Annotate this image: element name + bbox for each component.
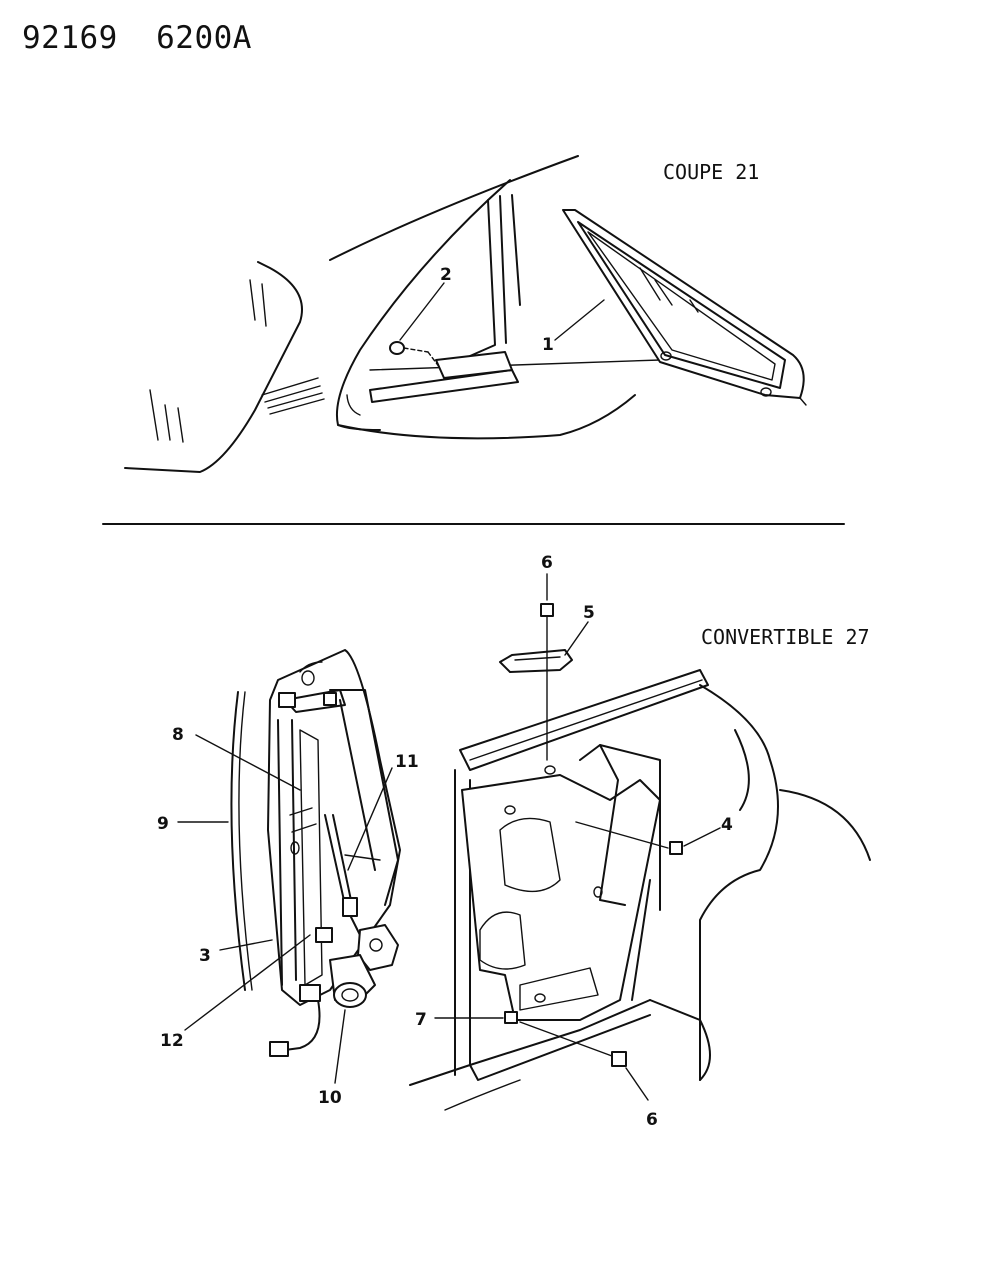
callout-6-top: 6 (541, 553, 553, 573)
convertible-section-label: CONVERTIBLE 27 (701, 625, 870, 649)
coupe-section-label: COUPE 21 (663, 160, 760, 184)
quarter-inner-panel (409, 669, 871, 1111)
callout-12: 12 (160, 1031, 184, 1051)
coupe-door-glass (124, 261, 325, 473)
callout-9: 9 (157, 814, 169, 834)
coupe-illustration: 1 2 (124, 155, 807, 473)
bracket-5 (499, 649, 573, 673)
callout-11: 11 (395, 752, 419, 772)
callout-3: 3 (199, 946, 211, 966)
quarter-glass-assembly-8 (267, 649, 401, 1006)
window-motor-10 (269, 954, 376, 1057)
callout-6-bottom: 6 (646, 1110, 658, 1130)
nut-7 (504, 1011, 518, 1024)
callout-1-leader (554, 299, 605, 341)
bolt-6-bottom (611, 1051, 627, 1067)
coupe-quarter-glass (562, 209, 807, 406)
convertible-illustration: 8 9 3 12 10 11 (157, 553, 871, 1130)
bolt-6-top (540, 603, 554, 617)
diagram-code: 92169 6200A (22, 20, 252, 56)
callout-5: 5 (583, 603, 595, 623)
callout-10: 10 (318, 1088, 342, 1108)
callout-7: 7 (415, 1010, 427, 1030)
bolt-4 (669, 841, 683, 855)
callout-8: 8 (172, 725, 184, 745)
coupe-quarter-panel (329, 155, 661, 440)
callout-2-leader (399, 282, 445, 341)
window-regulator-11 (324, 814, 399, 971)
regulator-bracket-12 (315, 927, 333, 943)
callout-2: 2 (440, 265, 452, 285)
callout-4: 4 (721, 815, 733, 835)
callout-1: 1 (542, 335, 554, 355)
